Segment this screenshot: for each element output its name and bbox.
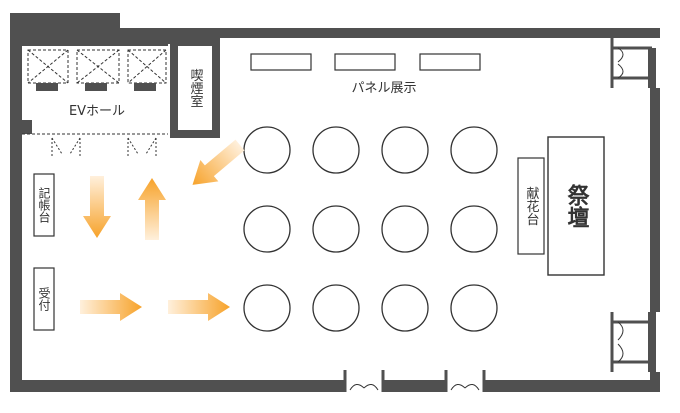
table-r3-c2 [312,284,360,332]
table-r1-c4 [450,126,498,174]
panel-board-1 [250,53,312,71]
elevator-1 [27,49,69,91]
panel-board-2 [334,53,396,71]
arrow-up [138,178,166,240]
ev-hall-label: EVホール [69,104,125,119]
smoking-room-label: 喫煙室 [188,69,204,108]
ev-hall-door-right [127,137,157,156]
table-r1-c2 [312,126,360,174]
table-r3-c3 [381,284,429,332]
register-desk-label: 記帳台 [37,186,51,223]
arrow-right-2 [168,293,230,321]
ev-hall-door-left [51,137,81,156]
altar-label: 祭壇 [564,183,591,228]
altar [547,136,605,276]
door-right-top [610,38,660,88]
register-desk [33,173,55,237]
flower-stand [517,157,545,255]
panel-board-3 [419,53,481,71]
flower-stand-label: 献花台 [524,187,540,226]
smoking-room [178,46,212,130]
table-r2-c3 [381,205,429,253]
table-r1-c3 [381,126,429,174]
elevator-3 [127,49,167,91]
ev-hall-left-wall-stub [22,120,32,134]
seating-tables [243,126,498,332]
reception-desk [33,267,55,331]
arrow-diagonal [183,134,249,196]
table-r3-c4 [450,284,498,332]
table-r1-c1 [243,126,291,174]
ev-hall-top-wall [22,38,168,46]
table-r2-c1 [243,205,291,253]
arrow-right-1 [80,293,142,321]
table-r3-c1 [243,284,291,332]
table-r2-c4 [450,205,498,253]
reception-label: 受付 [37,287,51,312]
flow-arrows [80,134,249,321]
door-bottom-right [444,370,486,392]
door-bottom-left [343,370,385,392]
arrow-down [83,176,111,238]
panel-display-label: パネル展示 [351,81,416,96]
table-r2-c2 [312,205,360,253]
door-right-bottom [610,312,660,372]
elevator-2 [76,49,120,91]
